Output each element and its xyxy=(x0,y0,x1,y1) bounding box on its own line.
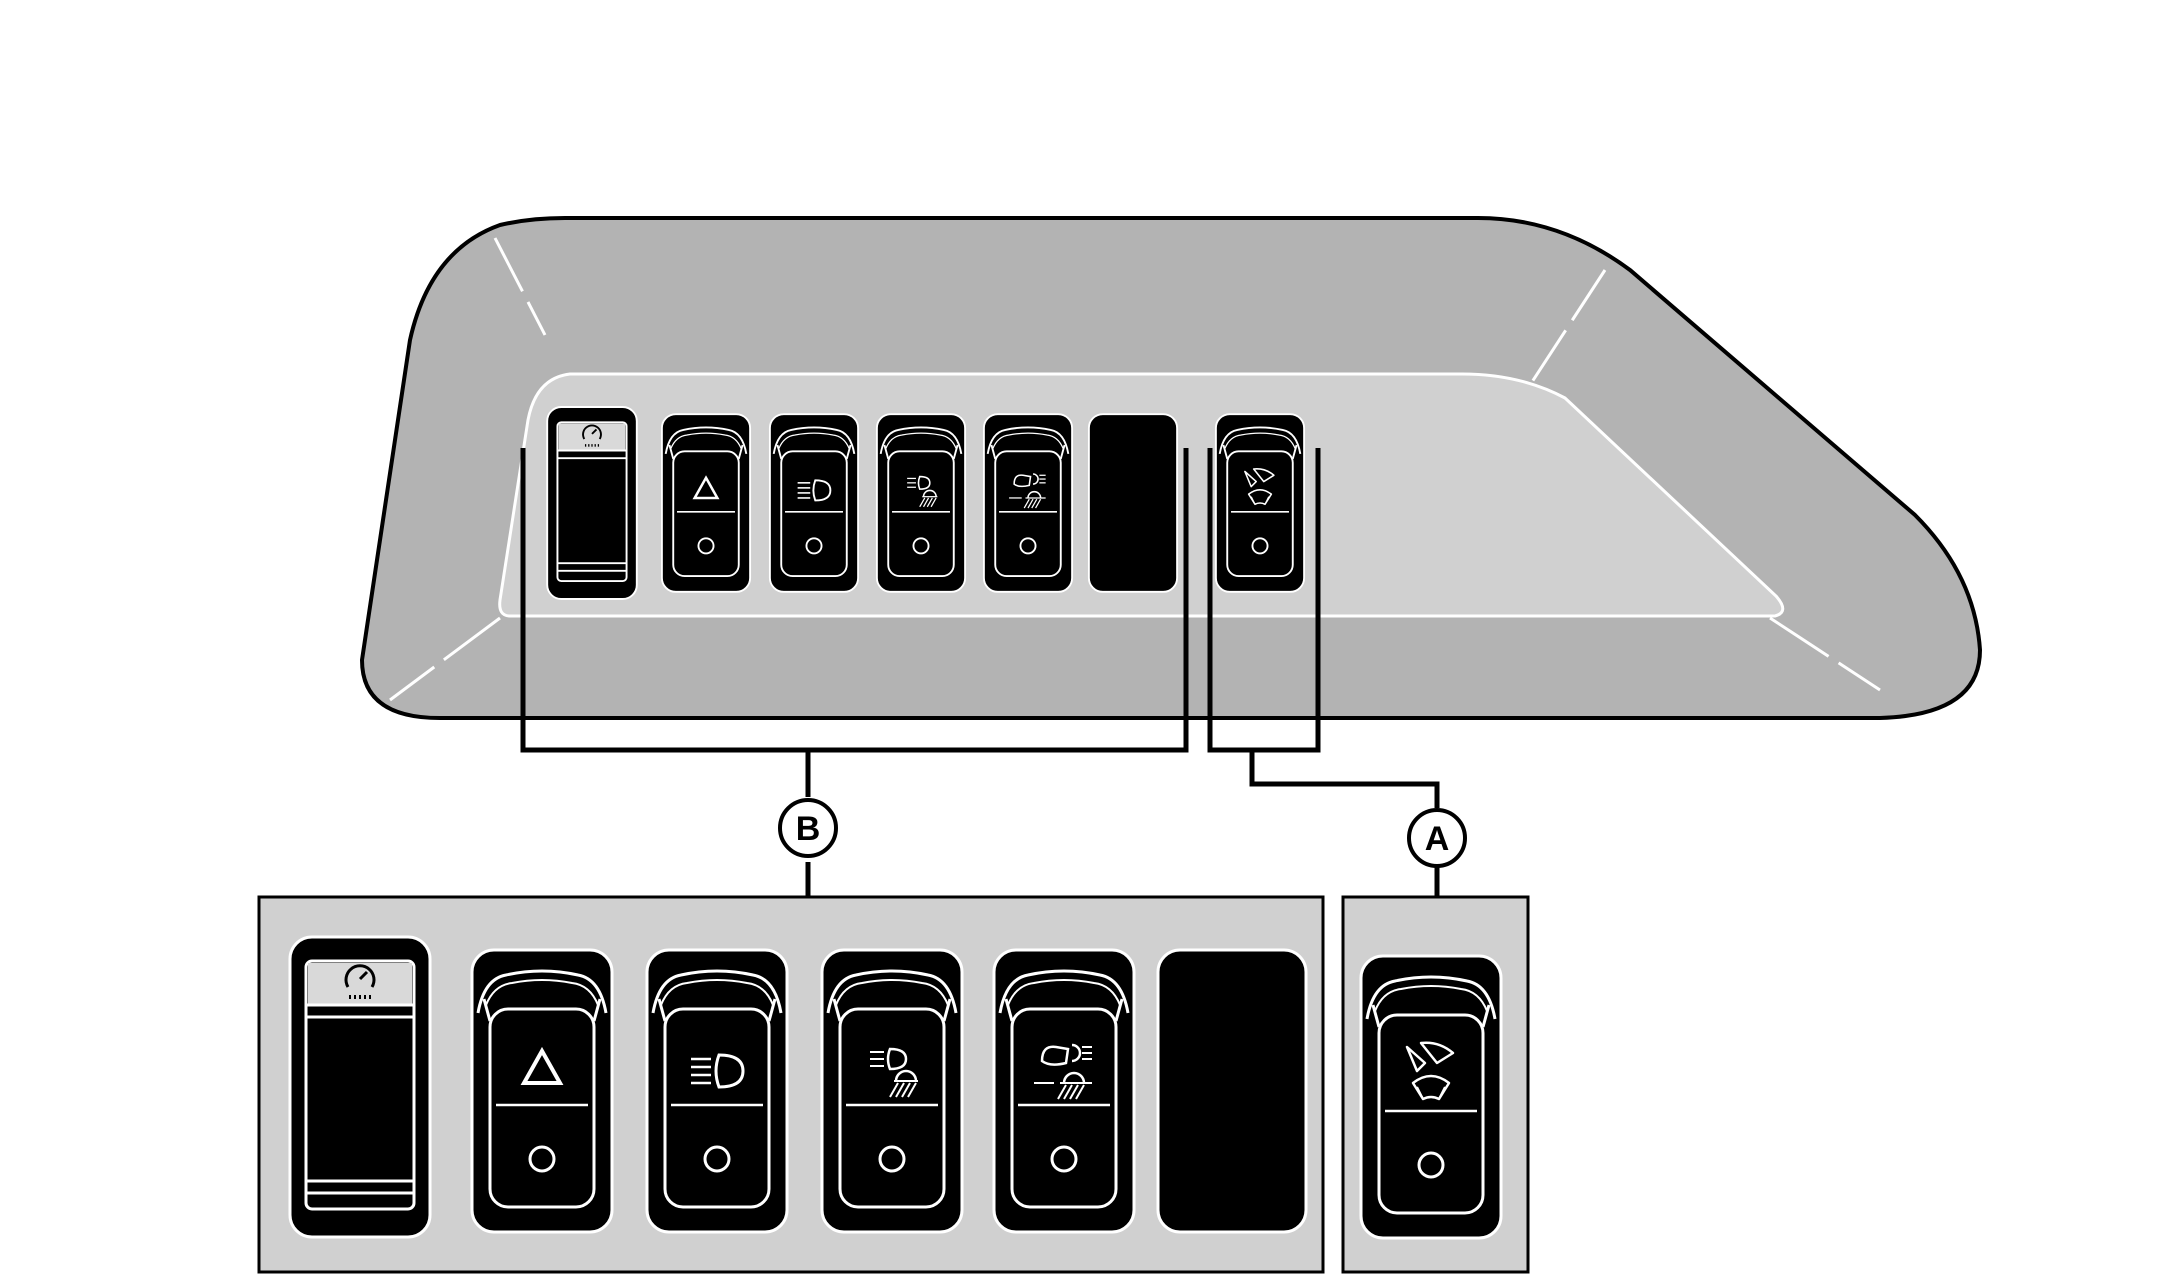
console-switch-headlight[interactable] xyxy=(768,413,860,593)
detail-switch-hazard[interactable] xyxy=(470,948,614,1234)
leader-lines xyxy=(520,448,1440,897)
console-switch-rear-work-lights[interactable] xyxy=(982,413,1074,593)
detail-panel-a xyxy=(1341,895,1530,1274)
console-switch-cruise[interactable] xyxy=(546,406,638,600)
callout-a: A xyxy=(1407,808,1467,868)
detail-switch-work-lights[interactable] xyxy=(820,948,964,1234)
console-switch-work-lights[interactable] xyxy=(875,413,967,593)
detail-switch-cruise[interactable] xyxy=(288,935,432,1239)
detail-switch-headlight[interactable] xyxy=(645,948,789,1234)
console-switches xyxy=(546,406,1306,600)
detail-switch-wiper[interactable] xyxy=(1359,954,1503,1240)
console-switch-wiper[interactable] xyxy=(1214,413,1306,593)
console-switch-hazard[interactable] xyxy=(660,413,752,593)
console-switch-blank xyxy=(1087,413,1179,593)
callout-a-label: A xyxy=(1425,820,1450,858)
detail-switch-blank xyxy=(1156,948,1308,1234)
callout-b-label: B xyxy=(796,810,821,848)
detail-switch-rear-work-lights[interactable] xyxy=(992,948,1136,1234)
detail-panel-b xyxy=(257,895,1325,1274)
callout-b: B xyxy=(778,798,838,858)
